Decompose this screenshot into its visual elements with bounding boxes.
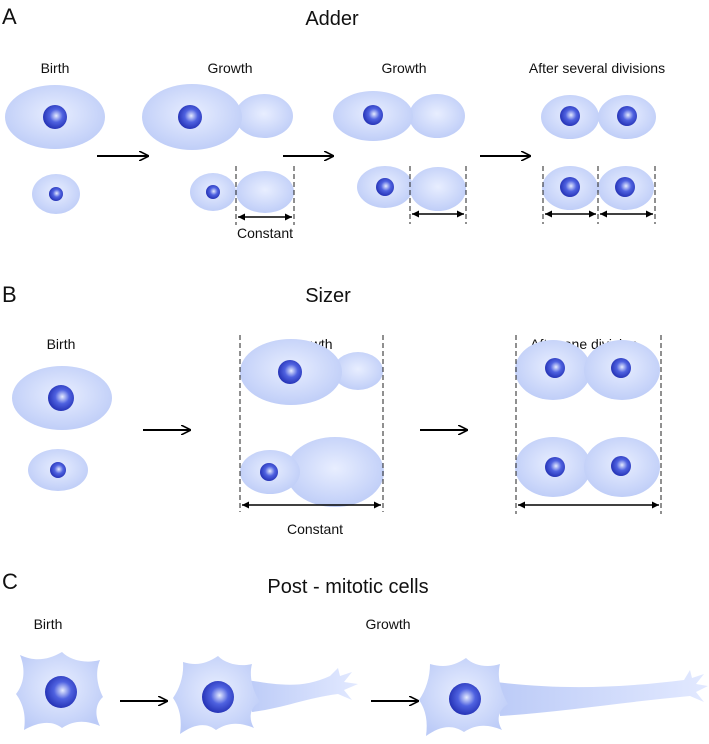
cell-budding	[190, 171, 294, 213]
nucleus	[363, 105, 383, 125]
panel-title: Post - mitotic cells	[267, 576, 428, 598]
cell-dividing	[515, 437, 660, 497]
stage-label: Growth	[207, 60, 252, 76]
constant-label: Constant	[237, 225, 293, 241]
nucleus	[178, 105, 202, 129]
panel-letter: B	[2, 282, 17, 307]
nucleus	[545, 358, 565, 378]
nucleus	[560, 106, 580, 126]
nucleus	[611, 358, 631, 378]
stage-label: Birth	[41, 60, 70, 76]
nucleus	[48, 385, 74, 411]
cell-budding	[333, 91, 465, 141]
nucleus	[615, 177, 635, 197]
cell-small	[28, 449, 88, 491]
nucleus	[45, 676, 77, 708]
nucleus	[376, 178, 394, 196]
nucleus	[278, 360, 302, 384]
stage-label: Birth	[34, 616, 63, 632]
panel-letter: A	[2, 4, 17, 29]
nucleus	[545, 457, 565, 477]
stage-label: Growth	[381, 60, 426, 76]
cell-large	[12, 366, 112, 430]
nucleus	[611, 456, 631, 476]
panel-letter: C	[2, 569, 18, 594]
neuron-cell	[419, 658, 708, 736]
nucleus	[50, 462, 66, 478]
cell-small	[32, 174, 80, 214]
cell-dividing	[542, 166, 654, 210]
nucleus	[617, 106, 637, 126]
constant-label: Constant	[287, 521, 343, 537]
neuron-cell	[173, 656, 358, 734]
cell-budding	[357, 166, 466, 211]
cell-dividing	[541, 95, 656, 139]
panel-b: B Sizer Birth Growth After one division	[2, 282, 662, 537]
nucleus	[449, 683, 481, 715]
cell-budding	[240, 339, 383, 405]
nucleus	[43, 105, 67, 129]
panel-c: C Post - mitotic cells Birth Growth	[2, 569, 708, 736]
cell-budding	[142, 84, 293, 150]
stage-label: After several divisions	[529, 60, 665, 76]
nucleus	[260, 463, 278, 481]
panel-title: Adder	[305, 8, 359, 30]
nucleus	[49, 187, 63, 201]
neuron-cell	[16, 652, 103, 730]
stage-label: Birth	[47, 336, 76, 352]
panel-a: A Adder Birth Growth Growth After severa…	[2, 4, 665, 241]
cell-budding	[240, 437, 384, 507]
cell-large	[5, 85, 105, 149]
nucleus	[560, 177, 580, 197]
nucleus	[206, 185, 220, 199]
stage-label: Growth	[365, 616, 410, 632]
nucleus	[202, 681, 234, 713]
cell-dividing	[515, 340, 660, 400]
panel-title: Sizer	[305, 285, 351, 307]
